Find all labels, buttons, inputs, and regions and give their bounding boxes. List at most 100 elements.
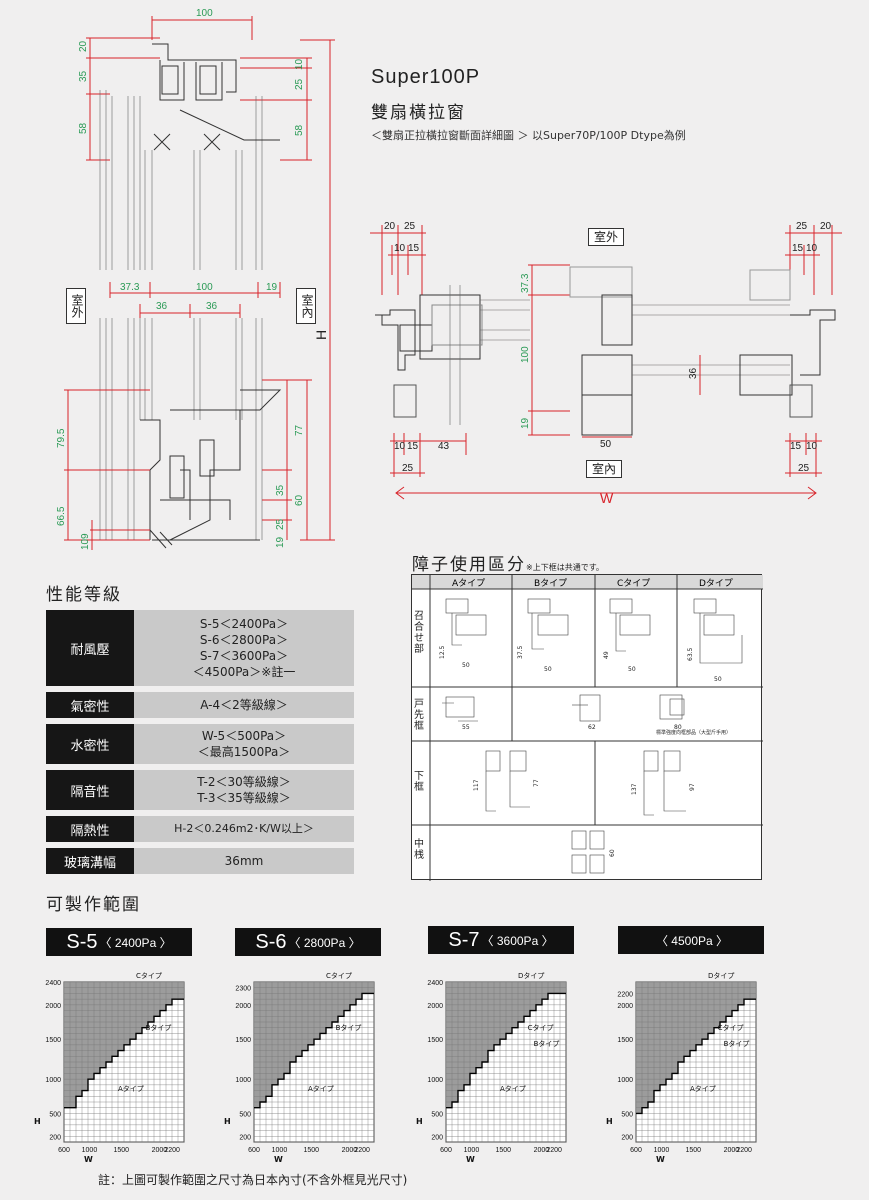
svg-text:137: 137	[631, 783, 638, 795]
svg-text:35: 35	[275, 484, 286, 496]
x-tick: 600	[630, 1147, 642, 1154]
type-label: Cタイプ	[528, 1023, 554, 1032]
svg-text:15: 15	[790, 441, 802, 452]
svg-text:79.5: 79.5	[56, 428, 67, 448]
type-label: Bタイプ	[336, 1023, 362, 1032]
col-b: Bタイプ	[534, 578, 567, 589]
svg-text:19: 19	[266, 282, 278, 293]
non-producible-cell	[654, 982, 660, 1091]
y-tick: 2000	[427, 1003, 443, 1010]
type-label: Aタイプ	[690, 1084, 716, 1093]
y-tick: 1500	[427, 1037, 443, 1044]
type-label: Aタイプ	[500, 1084, 526, 1093]
perf-label: 隔音性	[46, 770, 134, 810]
x-tick: 1000	[464, 1147, 480, 1154]
non-producible-cell	[136, 982, 142, 1034]
svg-text:25: 25	[796, 221, 808, 232]
dim-100: 100	[196, 8, 213, 19]
footer-note: 註：上圖可製作範圍之尺寸為日本內寸(不含外框見光尺寸)	[98, 1173, 408, 1187]
range-heading: 可製作範圍	[46, 895, 141, 915]
x-tick: 2200	[546, 1147, 562, 1154]
x-tick: 2000	[342, 1147, 358, 1154]
svg-text:97: 97	[689, 783, 696, 791]
type-label: Bタイプ	[724, 1039, 750, 1048]
non-producible-cell	[542, 982, 548, 1000]
perf-label: 隔熱性	[46, 816, 134, 842]
svg-text:15: 15	[792, 243, 804, 254]
range-chart-4500: DタイプCタイプBタイプAタイプ220020001500100050020060…	[606, 971, 757, 1164]
non-producible-cell	[88, 982, 94, 1080]
y-tick: 1000	[427, 1077, 443, 1084]
perf-row: 隔熱性 H-2＜0.246m2･K/W以上＞	[46, 816, 354, 842]
svg-text:58: 58	[294, 124, 305, 136]
non-producible-cell	[476, 982, 482, 1068]
svg-text:25: 25	[402, 463, 414, 474]
svg-text:35: 35	[78, 70, 89, 82]
non-producible-cell	[260, 982, 266, 1102]
non-producible-cell	[178, 982, 184, 1000]
perf-row: 氣密性 A-4＜2等級線＞	[46, 692, 354, 718]
axis-w-label: W	[466, 1155, 475, 1164]
svg-text:63.5: 63.5	[687, 647, 694, 661]
svg-text:19: 19	[520, 417, 531, 429]
svg-text:10: 10	[80, 538, 91, 550]
y-tick: 500	[49, 1111, 61, 1118]
non-producible-cell	[750, 982, 756, 1000]
y-tick: 1500	[45, 1037, 61, 1044]
range-boundary	[254, 992, 374, 1109]
non-producible-cell	[494, 982, 500, 1045]
non-producible-cell	[732, 982, 738, 1011]
svg-text:10: 10	[394, 441, 406, 452]
row-label-meeting: 召合せ部	[414, 611, 424, 655]
non-producible-cell	[530, 982, 536, 1011]
non-producible-cell	[666, 982, 672, 1080]
non-producible-cell	[720, 982, 726, 1022]
x-tick: 1000	[654, 1147, 670, 1154]
svg-text:10: 10	[806, 243, 818, 254]
axis-h-label: H	[34, 1117, 41, 1126]
svg-text:10: 10	[394, 243, 406, 254]
perf-label: 氣密性	[46, 692, 134, 718]
axis-h-label: H	[416, 1117, 423, 1126]
x-tick: 2200	[164, 1147, 180, 1154]
x-tick: 600	[248, 1147, 260, 1154]
svg-text:77: 77	[533, 779, 540, 787]
svg-text:12.5: 12.5	[439, 645, 446, 659]
non-producible-cell	[744, 982, 750, 1000]
stile-heading: 障子使用區分※上下框は共通です。	[412, 555, 604, 575]
non-producible-cell	[332, 982, 338, 1022]
x-tick: 1000	[272, 1147, 288, 1154]
svg-text:10: 10	[806, 441, 818, 452]
type-label: Bタイプ	[146, 1023, 172, 1032]
range-boundary	[64, 998, 184, 1109]
non-producible-cell	[648, 982, 654, 1102]
svg-text:77: 77	[294, 424, 305, 436]
svg-text:36: 36	[156, 301, 168, 312]
svg-text:36: 36	[206, 301, 218, 312]
product-name: 雙扇橫拉窗	[371, 103, 466, 123]
axis-w-label: W	[84, 1155, 93, 1164]
y-tick: 2000	[45, 1003, 61, 1010]
y-tick: 2200	[617, 991, 633, 998]
svg-text:100: 100	[520, 346, 531, 363]
non-producible-cell	[82, 982, 88, 1091]
performance-heading: 性能等級	[46, 585, 122, 605]
non-producible-cell	[112, 982, 118, 1057]
y-tick: 2000	[235, 1003, 251, 1010]
perf-label: 耐風壓	[46, 610, 134, 686]
non-producible-cell	[308, 982, 314, 1045]
x-tick: 1500	[113, 1147, 129, 1154]
axis-w-label: W	[274, 1155, 283, 1164]
perf-row: 玻璃溝幅 36mm	[46, 848, 354, 874]
svg-text:25: 25	[294, 78, 305, 90]
svg-text:36: 36	[688, 367, 699, 379]
non-producible-cell	[148, 982, 154, 1022]
non-producible-cell	[356, 982, 362, 1000]
type-label: Dタイプ	[518, 971, 544, 980]
svg-text:62: 62	[588, 724, 596, 731]
svg-text:43: 43	[438, 441, 450, 452]
non-producible-cell	[172, 982, 178, 1000]
svg-text:50: 50	[462, 662, 470, 669]
